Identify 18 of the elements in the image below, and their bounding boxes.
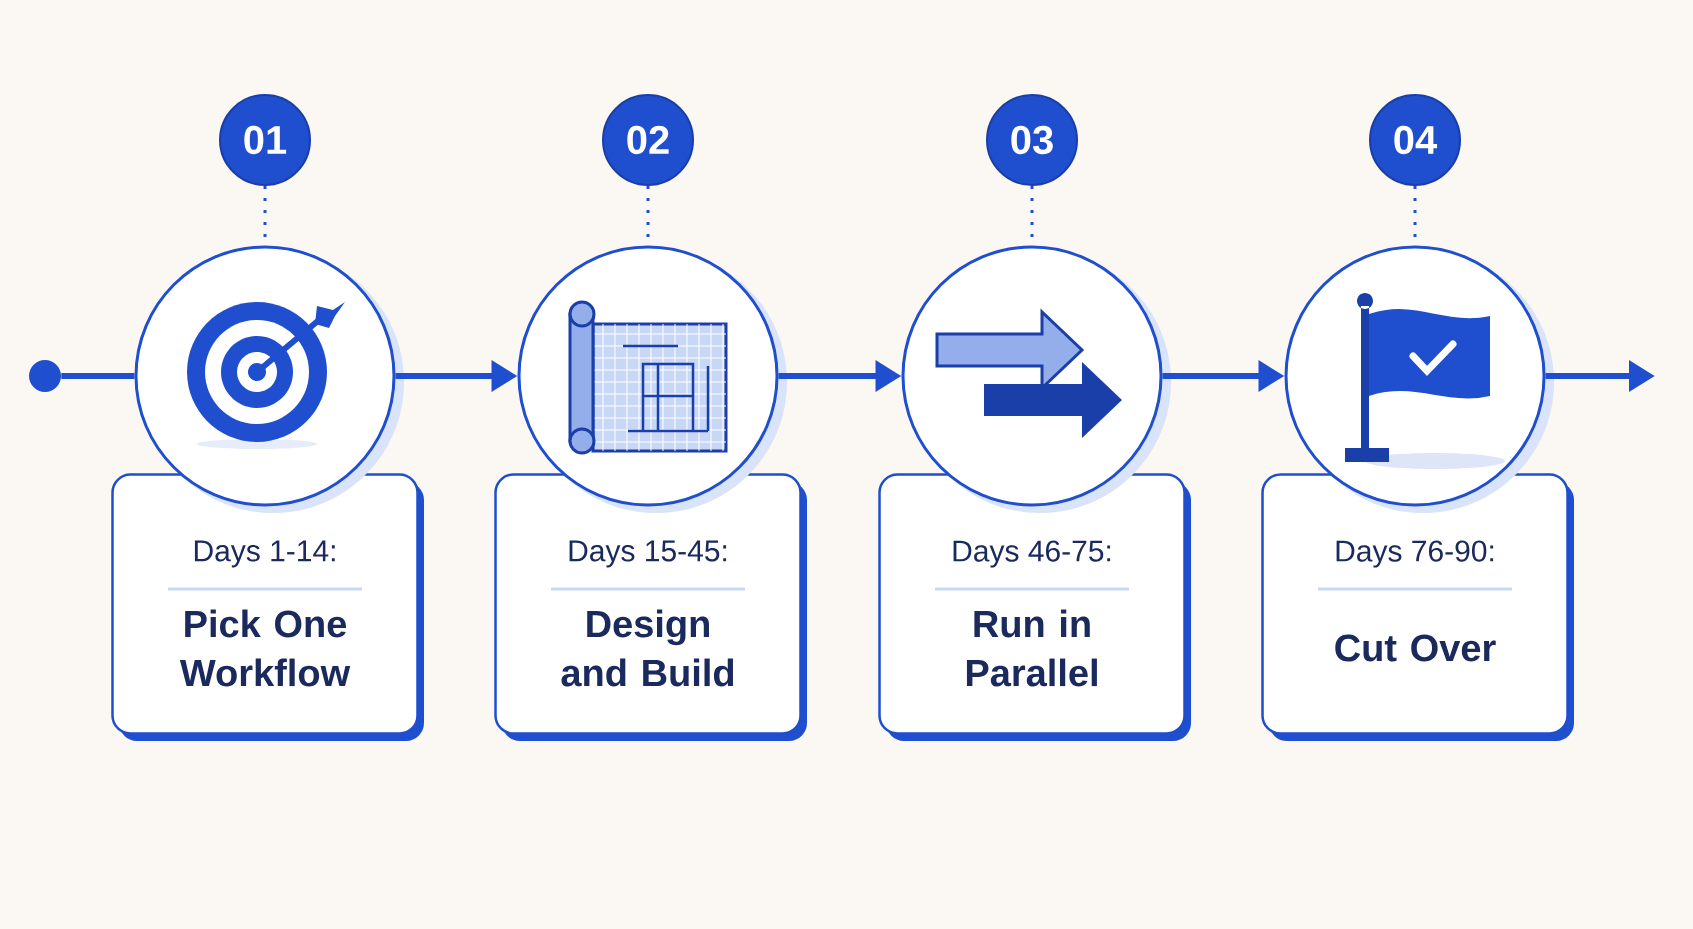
date-range: Days 15-45: [569,540,727,568]
step-number-badge: 04 [1369,94,1461,186]
step-title: Run in Parallel [966,609,1097,687]
start-dot [29,360,61,392]
step-card [494,473,807,741]
step-title: Pick One Workflow [179,609,351,687]
step-number-badge: 01 [219,94,311,186]
step-card [1261,473,1574,741]
connector-line [61,373,135,379]
step-number-badge: 02 [602,94,694,186]
step-title: Design and Build [561,609,734,687]
step-card [111,473,424,741]
date-range: Days 76-90: [1336,540,1494,568]
step-card [878,473,1191,741]
step-number-badge: 03 [986,94,1078,186]
date-range: Days 46-75: [953,540,1111,568]
step-title: Cut Over [1335,634,1496,662]
date-range: Days 1-14: [194,540,335,568]
